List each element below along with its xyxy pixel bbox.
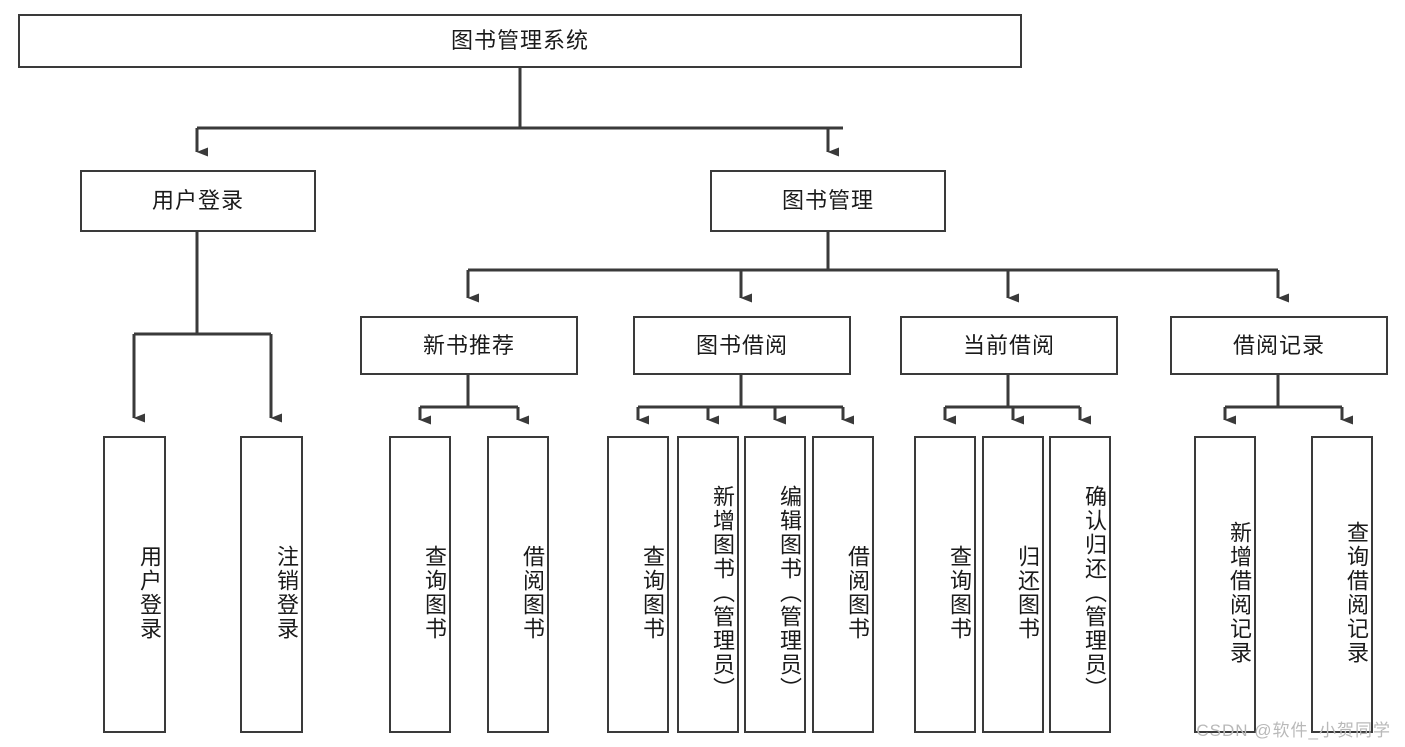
node-leaf-borrow-book-new[interactable]: 借阅图书	[487, 436, 549, 733]
node-leaf-query-book-borrow-label: 查询图书	[640, 544, 665, 641]
node-root[interactable]: 图书管理系统	[18, 14, 1022, 68]
node-leaf-query-book-current[interactable]: 查询图书	[914, 436, 976, 733]
node-new-book-recommend-label: 新书推荐	[422, 332, 515, 358]
watermark-text: CSDN @软件_小贺同学	[1196, 721, 1391, 740]
node-book-management-label: 图书管理	[781, 188, 874, 214]
node-leaf-add-borrow-record[interactable]: 新增借阅记录	[1194, 436, 1256, 733]
node-leaf-edit-book-admin[interactable]: 编辑图书（管理员）	[744, 436, 806, 733]
node-current-borrow-label: 当前借阅	[962, 332, 1055, 358]
node-leaf-user-login-label: 用户登录	[137, 544, 162, 641]
node-borrow-record[interactable]: 借阅记录	[1170, 316, 1388, 375]
node-book-management[interactable]: 图书管理	[710, 170, 946, 232]
node-leaf-query-borrow-record[interactable]: 查询借阅记录	[1311, 436, 1373, 733]
node-leaf-query-borrow-record-label: 查询借阅记录	[1344, 520, 1369, 665]
node-leaf-borrow-book-new-label: 借阅图书	[520, 544, 545, 641]
node-leaf-query-book-new[interactable]: 查询图书	[389, 436, 451, 733]
node-leaf-borrow-book[interactable]: 借阅图书	[812, 436, 874, 733]
node-leaf-add-borrow-record-label: 新增借阅记录	[1227, 520, 1252, 665]
node-leaf-return-book-label: 归还图书	[1015, 544, 1040, 641]
node-user-login-label: 用户登录	[151, 188, 244, 214]
node-book-borrow[interactable]: 图书借阅	[633, 316, 851, 375]
node-leaf-add-book-admin[interactable]: 新增图书（管理员）	[677, 436, 739, 733]
node-leaf-return-book[interactable]: 归还图书	[982, 436, 1044, 733]
node-new-book-recommend[interactable]: 新书推荐	[360, 316, 578, 375]
node-leaf-query-book-current-label: 查询图书	[947, 544, 972, 641]
node-leaf-query-book-new-label: 查询图书	[422, 544, 447, 641]
node-leaf-confirm-return-admin-label: 确认归还（管理员）	[1082, 484, 1107, 701]
node-leaf-confirm-return-admin[interactable]: 确认归还（管理员）	[1049, 436, 1111, 733]
node-leaf-query-book-borrow[interactable]: 查询图书	[607, 436, 669, 733]
node-root-label: 图书管理系统	[450, 28, 589, 54]
node-leaf-user-login[interactable]: 用户登录	[103, 436, 166, 733]
node-leaf-logout-login-label: 注销登录	[274, 544, 299, 641]
node-current-borrow[interactable]: 当前借阅	[900, 316, 1118, 375]
node-book-borrow-label: 图书借阅	[695, 332, 788, 358]
node-leaf-add-book-admin-label: 新增图书（管理员）	[710, 484, 735, 701]
node-borrow-record-label: 借阅记录	[1232, 332, 1325, 358]
node-leaf-logout-login[interactable]: 注销登录	[240, 436, 303, 733]
node-user-login[interactable]: 用户登录	[80, 170, 316, 232]
node-leaf-borrow-book-label: 借阅图书	[845, 544, 870, 641]
node-leaf-edit-book-admin-label: 编辑图书（管理员）	[777, 484, 802, 701]
